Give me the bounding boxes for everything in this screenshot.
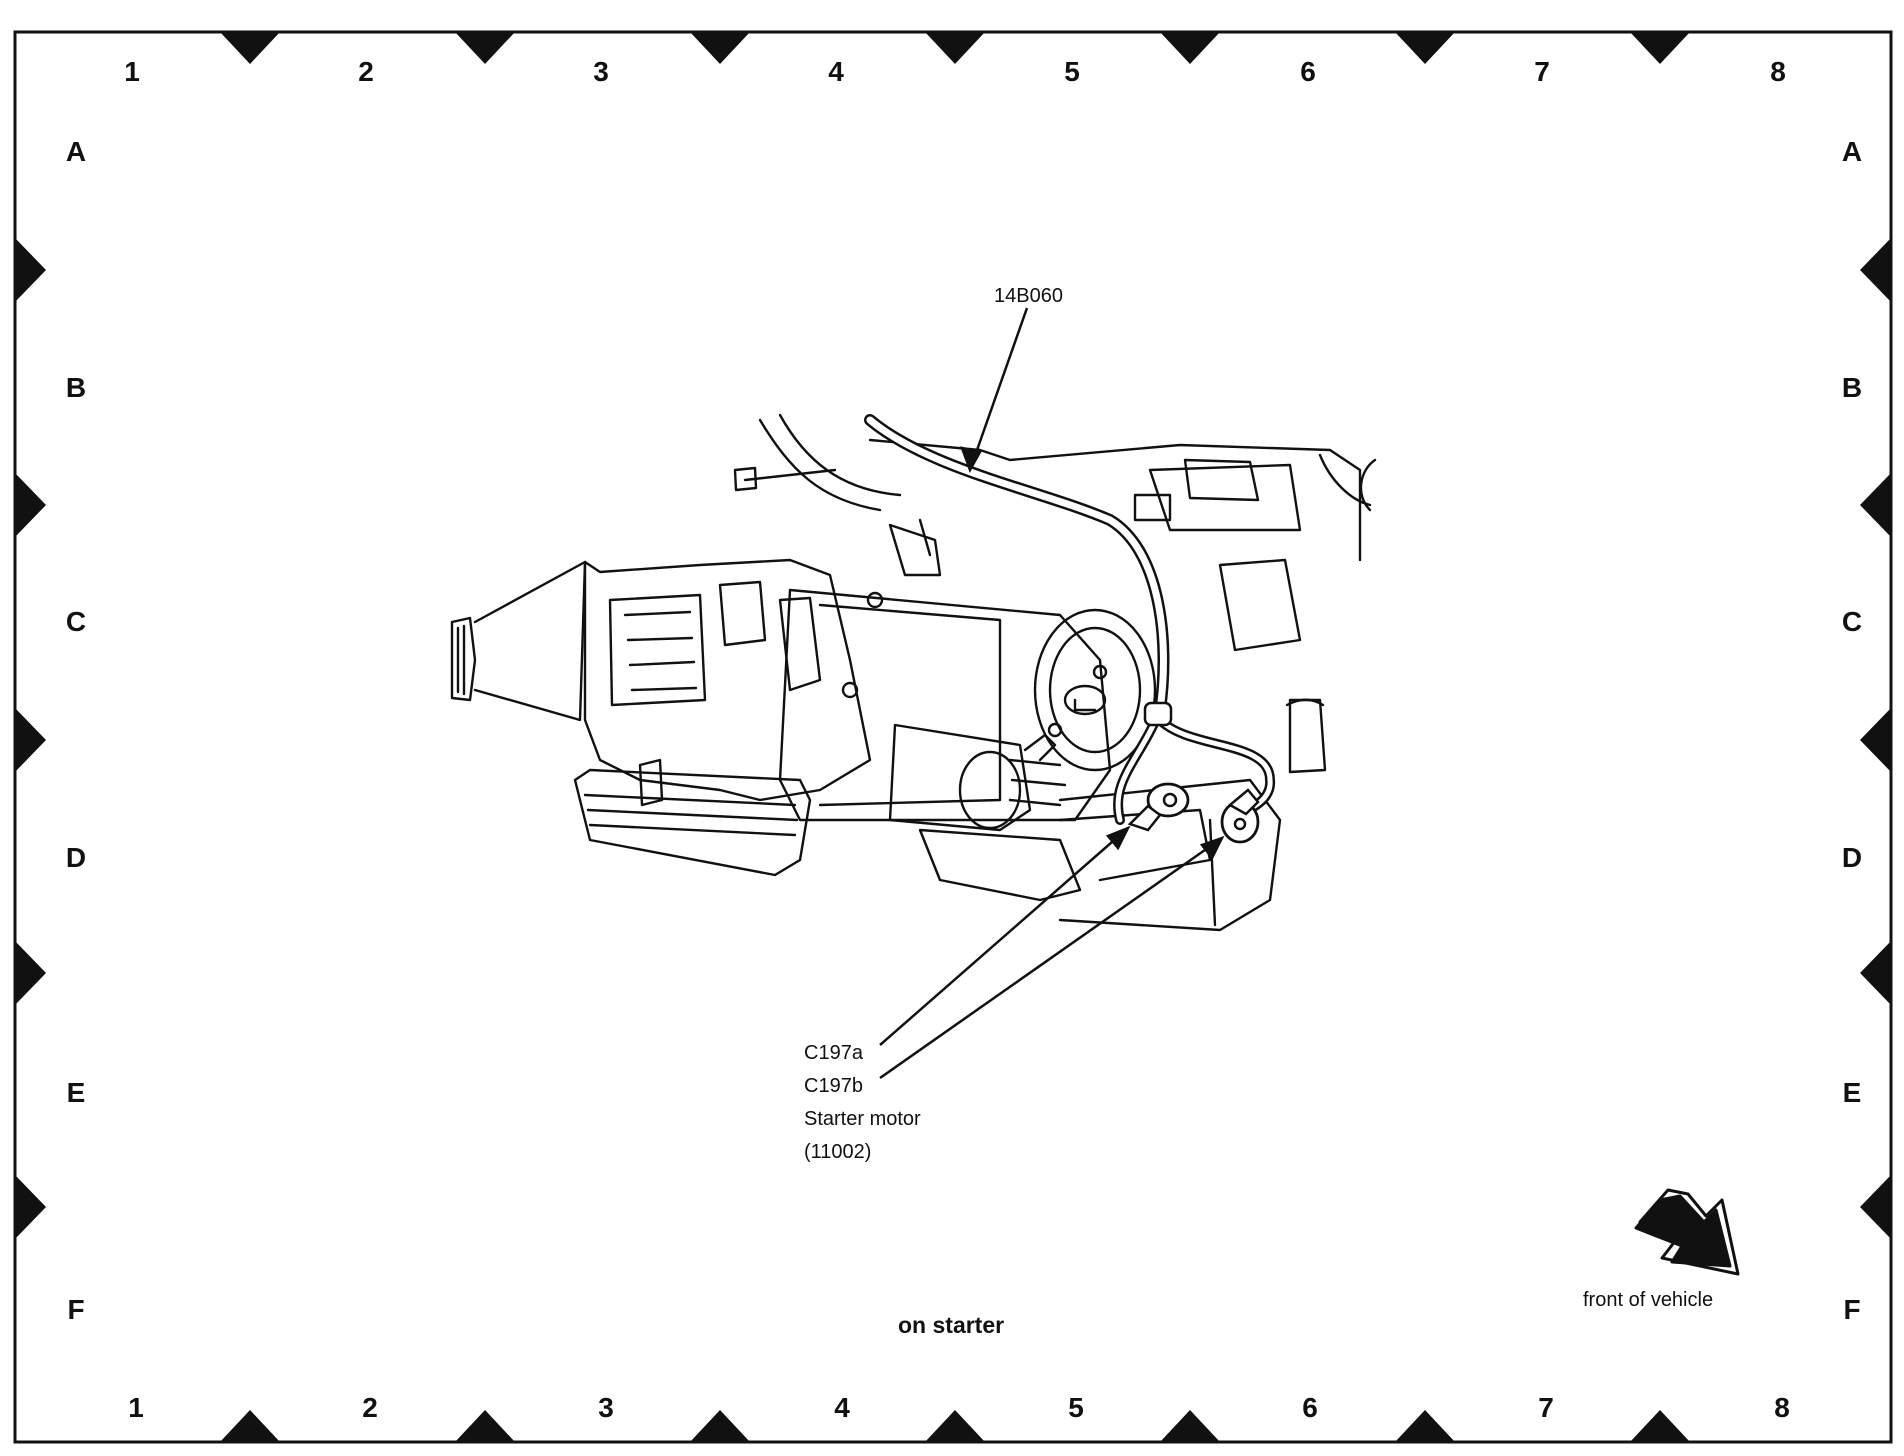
tick-top-3 [690,32,750,64]
tick-top-5 [1160,32,1220,64]
grid-row-left-B: B [65,372,87,403]
tick-left-4 [15,941,46,1005]
grid-col-bottom-4: 4 [834,1392,850,1423]
grid-row-right-F: F [1843,1294,1861,1325]
tick-top-2 [455,32,515,64]
grid-row-right-C: C [1841,606,1863,637]
tick-top-6 [1395,32,1455,64]
grid-row-left-A: A [65,136,87,167]
connector-c197a-terminal [1146,782,1190,818]
grid-row-right-B: B [1841,372,1863,403]
tick-bottom-2 [455,1410,515,1442]
grid-col-top-2: 2 [358,56,374,87]
grid-row-right-E: E [1842,1077,1862,1108]
tick-bottom-3 [690,1410,750,1442]
grid-col-top-6: 6 [1300,56,1316,87]
grid-col-bottom-8: 8 [1774,1392,1790,1423]
grid-col-bottom-1: 1 [128,1392,144,1423]
border-frame [13,30,1893,1444]
starter-transmission-illustration [450,413,1377,932]
label-c197a: C197a [804,1042,863,1064]
grid-col-top-1: 1 [124,56,140,87]
front-of-vehicle-label: front of vehicle [1583,1289,1714,1311]
label-starter-motor: Starter motor [804,1108,921,1130]
grid-col-bottom-2: 2 [362,1392,378,1423]
tick-bottom-6 [1395,1410,1455,1442]
grid-tick-marks [15,32,1891,1442]
grid-col-bottom-3: 3 [598,1392,614,1423]
grid-row-right-A: A [1841,136,1863,167]
grid-col-top-3: 3 [593,56,609,87]
tick-right-1 [1860,238,1891,302]
leader-c197b [879,836,1223,1080]
grid-col-bottom-7: 7 [1538,1392,1554,1423]
leader-14b060 [968,307,1029,471]
leader-c197a [879,827,1129,1046]
grid-col-bottom-6: 6 [1302,1392,1318,1423]
grid-row-left-D: D [65,842,87,873]
tick-top-4 [925,32,985,64]
tick-top-7 [1630,32,1690,64]
grid-col-top-7: 7 [1534,56,1550,87]
grid-row-right-D: D [1841,842,1863,873]
label-starter-code: (11002) [804,1141,872,1163]
front-arrow-icon [1634,1188,1740,1276]
grid-row-left-C: C [65,606,87,637]
grid-col-top-5: 5 [1064,56,1080,87]
grid-row-left-E: E [66,1077,86,1108]
tick-bottom-1 [220,1410,280,1442]
tick-right-3 [1860,708,1891,772]
tick-right-5 [1860,1175,1891,1239]
tick-bottom-5 [1160,1410,1220,1442]
tick-left-3 [15,708,46,772]
tick-bottom-7 [1630,1410,1690,1442]
grid-col-bottom-5: 5 [1068,1392,1084,1423]
grid-col-top-4: 4 [828,56,844,87]
tick-left-5 [15,1175,46,1239]
tick-bottom-4 [925,1410,985,1442]
grid-row-left-F: F [67,1294,85,1325]
wiring-harness-14b060 [864,414,1276,844]
tick-right-4 [1860,941,1891,1005]
tick-top-1 [220,32,280,64]
label-14b060: 14B060 [994,285,1063,307]
leader-lines [879,307,1225,1080]
tick-right-2 [1860,473,1891,537]
label-c197b: C197b [804,1075,863,1097]
diagram-caption: on starter [898,1312,1005,1338]
tick-left-1 [15,238,46,302]
grid-col-top-8: 8 [1770,56,1786,87]
tick-left-2 [15,473,46,537]
